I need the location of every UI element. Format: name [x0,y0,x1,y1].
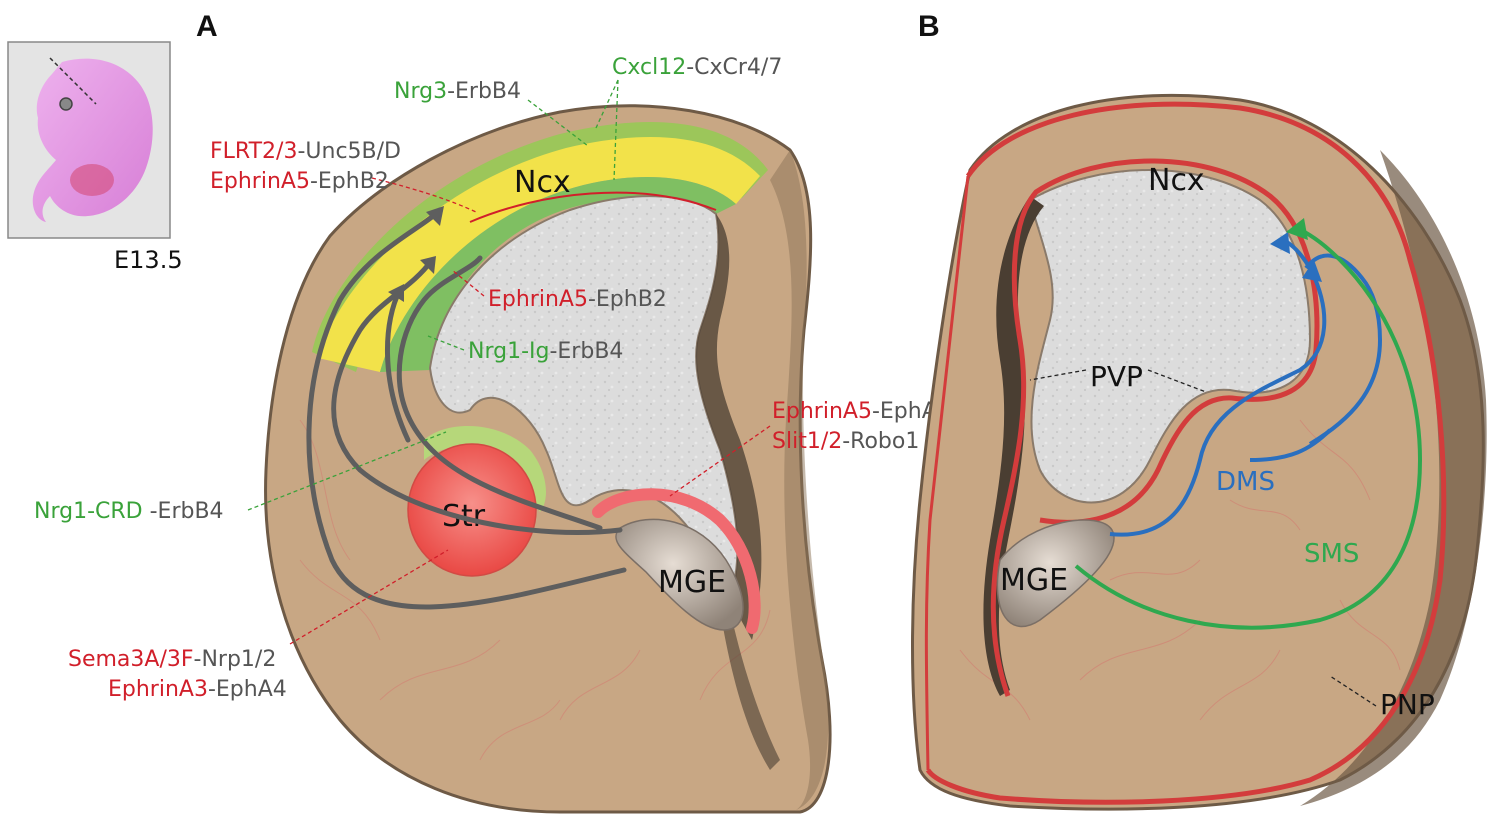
nrg1ig-receptor: -ErbB4 [549,339,623,364]
embryo-eye [59,97,73,111]
ephrina5-right-ligand: EphrinA5 [772,399,872,424]
nrg3-receptor: -ErbB4 [447,79,521,104]
mge-label-b: MGE [1000,563,1068,598]
striatum [407,443,537,577]
cxcl12-receptor: -CxCr4/7 [686,55,782,80]
ephrina3-receptor: -EphA4 [208,677,287,702]
label-slit: Slit1/2-Robo1 [772,429,919,454]
pvp-label: PVP [1090,360,1143,393]
flrt-receptor: -Unc5B/D [297,139,401,164]
stage-label: E13.5 [114,246,183,274]
migratory-streams [306,207,627,610]
label-ephrina5-right: EphrinA5-EphA4 [772,399,951,424]
label-ephrina5-mid: EphrinA5-EphB2 [488,287,667,312]
label-flrt: FLRT2/3-Unc5B/D [210,139,401,164]
pnp-label: PNP [1380,688,1435,721]
ephrina3-ligand: EphrinA3 [108,677,208,702]
label-ephrina5-top: EphrinA5-EphB2 [210,169,389,194]
label-nrg1ig: Nrg1-Ig-ErbB4 [468,339,623,364]
label-sema: Sema3A/3F-Nrp1/2 [68,647,276,672]
leader-lines-a [247,79,771,645]
flrt-ligand: FLRT2/3 [210,139,297,164]
nrg1crd-ligand: Nrg1-CRD [34,499,143,524]
nrg1crd-receptor: -ErbB4 [143,499,224,524]
sms-label: SMS [1304,539,1359,569]
dms-label: DMS [1216,467,1275,497]
pnp-outline [925,101,1447,805]
lateral-ventricle-b [1028,169,1312,504]
sms-stream [1074,226,1423,630]
leader-lines-b [1029,369,1377,707]
cxcl12-ligand: Cxcl12 [612,55,686,80]
ephrina5-mid-receptor: -EphB2 [588,287,667,312]
striatum-highlight [424,426,546,512]
label-cxcl12: Cxcl12-CxCr4/7 [612,55,782,80]
ephrina5-mid-ligand: EphrinA5 [488,287,588,312]
nrg1ig-ligand: Nrg1-Ig [468,339,549,364]
section-plane-line [49,57,97,105]
intermediate-zone-band [318,136,760,372]
dms-arrowhead-1 [1270,232,1290,254]
mge-b [996,519,1115,628]
stream-arrowheads [388,206,444,302]
mge-label-a: MGE [658,565,726,600]
brain-section-b: MGE DMS SMS Ncx PVP PNP [911,93,1487,811]
label-ephrina3: EphrinA3-EphA4 [108,677,287,702]
mge-red-rim [592,488,761,634]
dms-arrowhead-2 [1302,260,1322,282]
ephrina5-top-ligand: EphrinA5 [210,169,310,194]
nrg3-ligand: Nrg3 [394,79,447,104]
label-nrg3: Nrg3-ErbB4 [394,79,521,104]
pvp-outline [990,158,1320,697]
ephrina5-top-receptor: -EphB2 [310,169,389,194]
ncx-label-b: Ncx [1148,163,1205,198]
embryo-thumbnail: E13.5 [7,41,183,274]
sema-receptor: -Nrp1/2 [194,647,277,672]
sms-arrowhead [1286,218,1308,240]
brain-section-a: Str MGE Ncx [247,79,832,814]
slit-receptor: -Robo1 [842,429,919,454]
subventricular-zone-band [380,177,736,372]
panel-label-b: B [918,10,940,43]
mge-a [615,518,744,631]
ncx-label-a: Ncx [514,165,571,200]
panel-label-a: A [196,10,218,43]
sema-ligand: Sema3A/3F [68,647,194,672]
slit-ligand: Slit1/2 [772,429,842,454]
label-nrg1crd: Nrg1-CRD -ErbB4 [34,499,224,524]
